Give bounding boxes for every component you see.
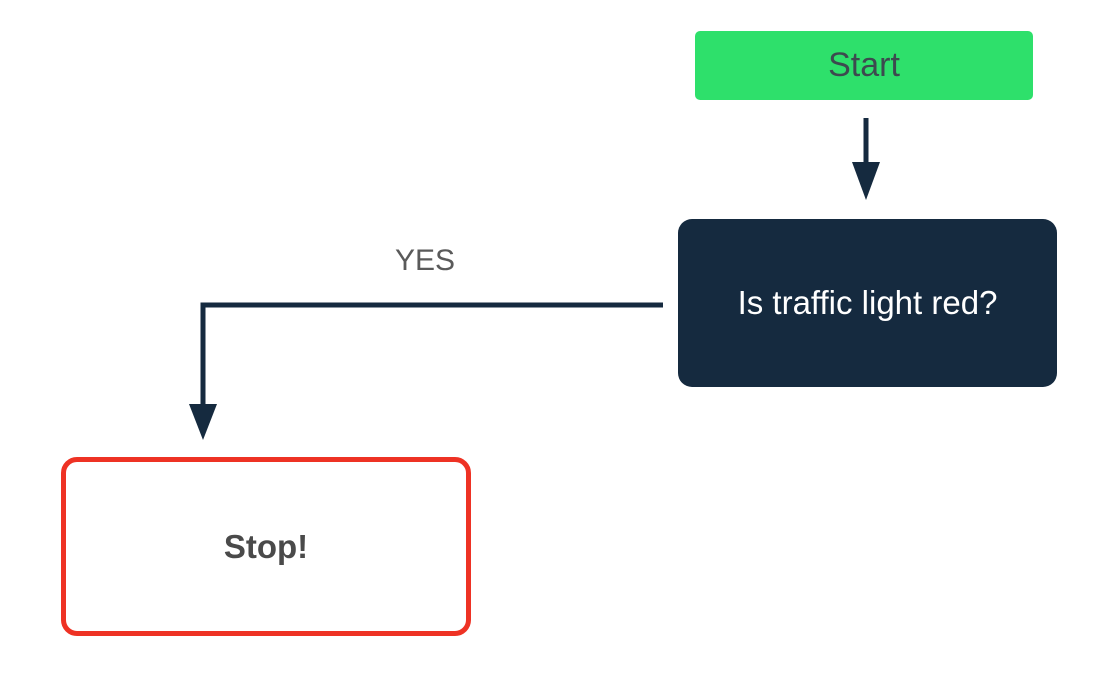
start-to-decision-arrow	[852, 118, 880, 200]
stop-node: Stop!	[61, 457, 471, 636]
decision-node-label: Is traffic light red?	[737, 284, 998, 321]
yes-branch-arrow	[189, 302, 663, 440]
yes-branch-label: YES	[394, 244, 456, 277]
decision-node: Is traffic light red?	[678, 219, 1057, 387]
start-node: Start	[695, 31, 1033, 100]
start-node-label: Start	[828, 46, 900, 84]
stop-node-label: Stop!	[223, 527, 309, 565]
